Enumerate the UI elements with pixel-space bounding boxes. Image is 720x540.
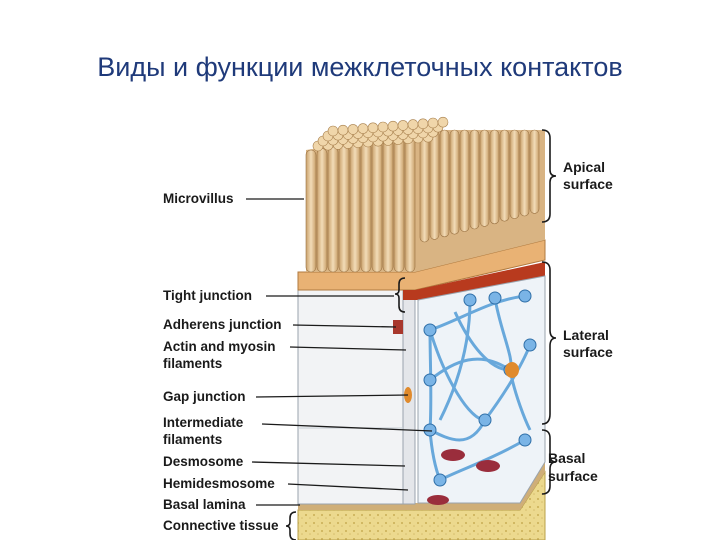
label-desmosome: Desmosome [163, 454, 244, 469]
label-basal-lamina: Basal lamina [163, 497, 246, 512]
microvillus-tip [367, 122, 379, 134]
label-actin-myosin-2: filaments [163, 356, 222, 371]
tight-junction-band [403, 262, 545, 300]
connective-bracket [285, 511, 297, 540]
microvillus-tip [427, 117, 439, 129]
microvilli [305, 116, 545, 273]
microvillus [519, 129, 530, 217]
microvillus-tip [397, 120, 409, 131]
microvillus-tip [347, 124, 359, 135]
front-cell-face-left [297, 271, 404, 505]
label-intermediate-1: Intermediate [163, 415, 244, 430]
label-actin-myosin-1: Actin and myosin [163, 339, 276, 354]
label-basal-2: surface [548, 468, 598, 484]
label-adherens-junction: Adherens junction [163, 317, 282, 332]
page-title: Виды и функции межклеточных контактов [97, 52, 623, 82]
microvillus [489, 129, 500, 225]
microvillus [479, 129, 490, 227]
microvillus [529, 129, 540, 214]
tight-bracket [394, 277, 406, 313]
label-lateral-2: surface [563, 344, 613, 360]
microvillus [305, 149, 317, 273]
hemidesmosome-plaque [427, 495, 449, 505]
microvillus [404, 136, 416, 273]
microvillus [449, 129, 460, 235]
label-connective-tissue: Connective tissue [163, 518, 279, 533]
label-tight-junction: Tight junction [163, 288, 252, 303]
microvillus [459, 129, 470, 232]
microvillus [382, 139, 394, 273]
adherens-plaque [393, 320, 403, 334]
microvillus-tip [327, 125, 339, 137]
microvillus-tip [387, 120, 399, 132]
leader-lines [246, 198, 433, 506]
label-apical-1: Apical [563, 159, 605, 175]
label-microvillus: Microvillus [163, 191, 234, 206]
microvillus [393, 137, 405, 273]
microvillus [316, 148, 328, 273]
microvillus [371, 140, 383, 273]
microvillus-tip [417, 118, 429, 130]
label-lateral-1: Lateral [563, 327, 609, 343]
microvillus [509, 129, 520, 219]
desmosome-plaque [441, 449, 465, 461]
label-gap-junction: Gap junction [163, 389, 246, 404]
organelle [505, 362, 519, 378]
microvillus-tip [437, 116, 449, 128]
microvillus [349, 143, 361, 273]
microvillus [439, 129, 450, 238]
microvillus [499, 129, 510, 222]
label-intermediate-2: filaments [163, 432, 222, 447]
filament-nodes [423, 289, 537, 487]
microvillus-tip [377, 121, 389, 133]
microvillus-tip [337, 124, 349, 136]
microvillus [419, 129, 430, 243]
right-brackets [541, 129, 557, 495]
microvillus-tip [357, 123, 369, 134]
label-basal-1: Basal [548, 450, 585, 466]
microvillus [429, 129, 440, 240]
microvillus [360, 142, 372, 273]
microvillus [338, 145, 350, 273]
basal-lamina [298, 462, 545, 510]
microvillus [469, 129, 480, 230]
label-hemidesmosome: Hemidesmosome [163, 476, 275, 491]
label-apical-2: surface [563, 176, 613, 192]
desmosome-plaque [476, 460, 500, 472]
microvillus [327, 146, 339, 273]
microvillus-tip [407, 119, 419, 130]
